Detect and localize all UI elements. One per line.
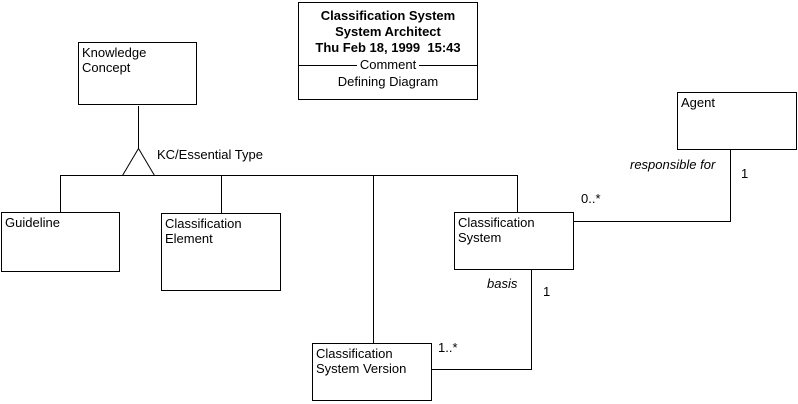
class-box-knowledge-concept[interactable]: Knowledge Concept — [78, 42, 197, 105]
class-box-classification-element[interactable]: Classification Element — [161, 213, 281, 291]
generalization-fork-line — [60, 175, 518, 212]
class-label-guideline: Guideline — [5, 215, 60, 230]
class-box-agent[interactable]: Agent — [677, 92, 797, 150]
class-label-agent: Agent — [681, 95, 715, 110]
diagram-tool-name: System Architect — [335, 24, 441, 39]
basis-classification-system-multiplicity: 1 — [543, 284, 551, 299]
basis-role-label: basis — [487, 276, 518, 291]
generalization-type-label: KC/Essential Type — [157, 147, 263, 162]
basis-connector[interactable] — [431, 270, 532, 370]
class-label-classification-system: Classification System — [458, 215, 535, 245]
class-box-classification-system-version[interactable]: Classification System Version — [312, 343, 432, 401]
class-box-classification-system[interactable]: Classification System — [454, 212, 574, 270]
diagram-title: Classification System — [320, 8, 456, 23]
responsible-for-line — [574, 150, 731, 222]
basis-classification-system-version-multiplicity: 1..* — [438, 340, 458, 355]
responsible-for-role-label: responsible for — [630, 157, 716, 172]
generalization-connector[interactable] — [60, 106, 518, 343]
diagram-info-box[interactable]: Classification System System Architect T… — [298, 2, 478, 100]
basis-line — [431, 270, 532, 370]
generalization-triangle-icon — [121, 147, 156, 176]
class-label-knowledge-concept: Knowledge Concept — [82, 45, 147, 75]
diagram-timestamp: Thu Feb 18, 1999 15:43 — [315, 40, 461, 55]
comment-divider-label: Comment — [359, 57, 417, 72]
class-box-guideline[interactable]: Guideline — [1, 212, 120, 272]
responsible-for-classification-system-multiplicity: 0..* — [581, 191, 601, 206]
responsible-for-connector[interactable] — [574, 150, 731, 222]
comment-divider: Comment — [299, 58, 477, 72]
class-label-classification-element: Classification Element — [165, 216, 242, 246]
responsible-for-agent-multiplicity: 1 — [741, 166, 749, 181]
diagram-description: Defining Diagram — [337, 74, 439, 89]
class-label-classification-system-version: Classification System Version — [316, 346, 407, 376]
